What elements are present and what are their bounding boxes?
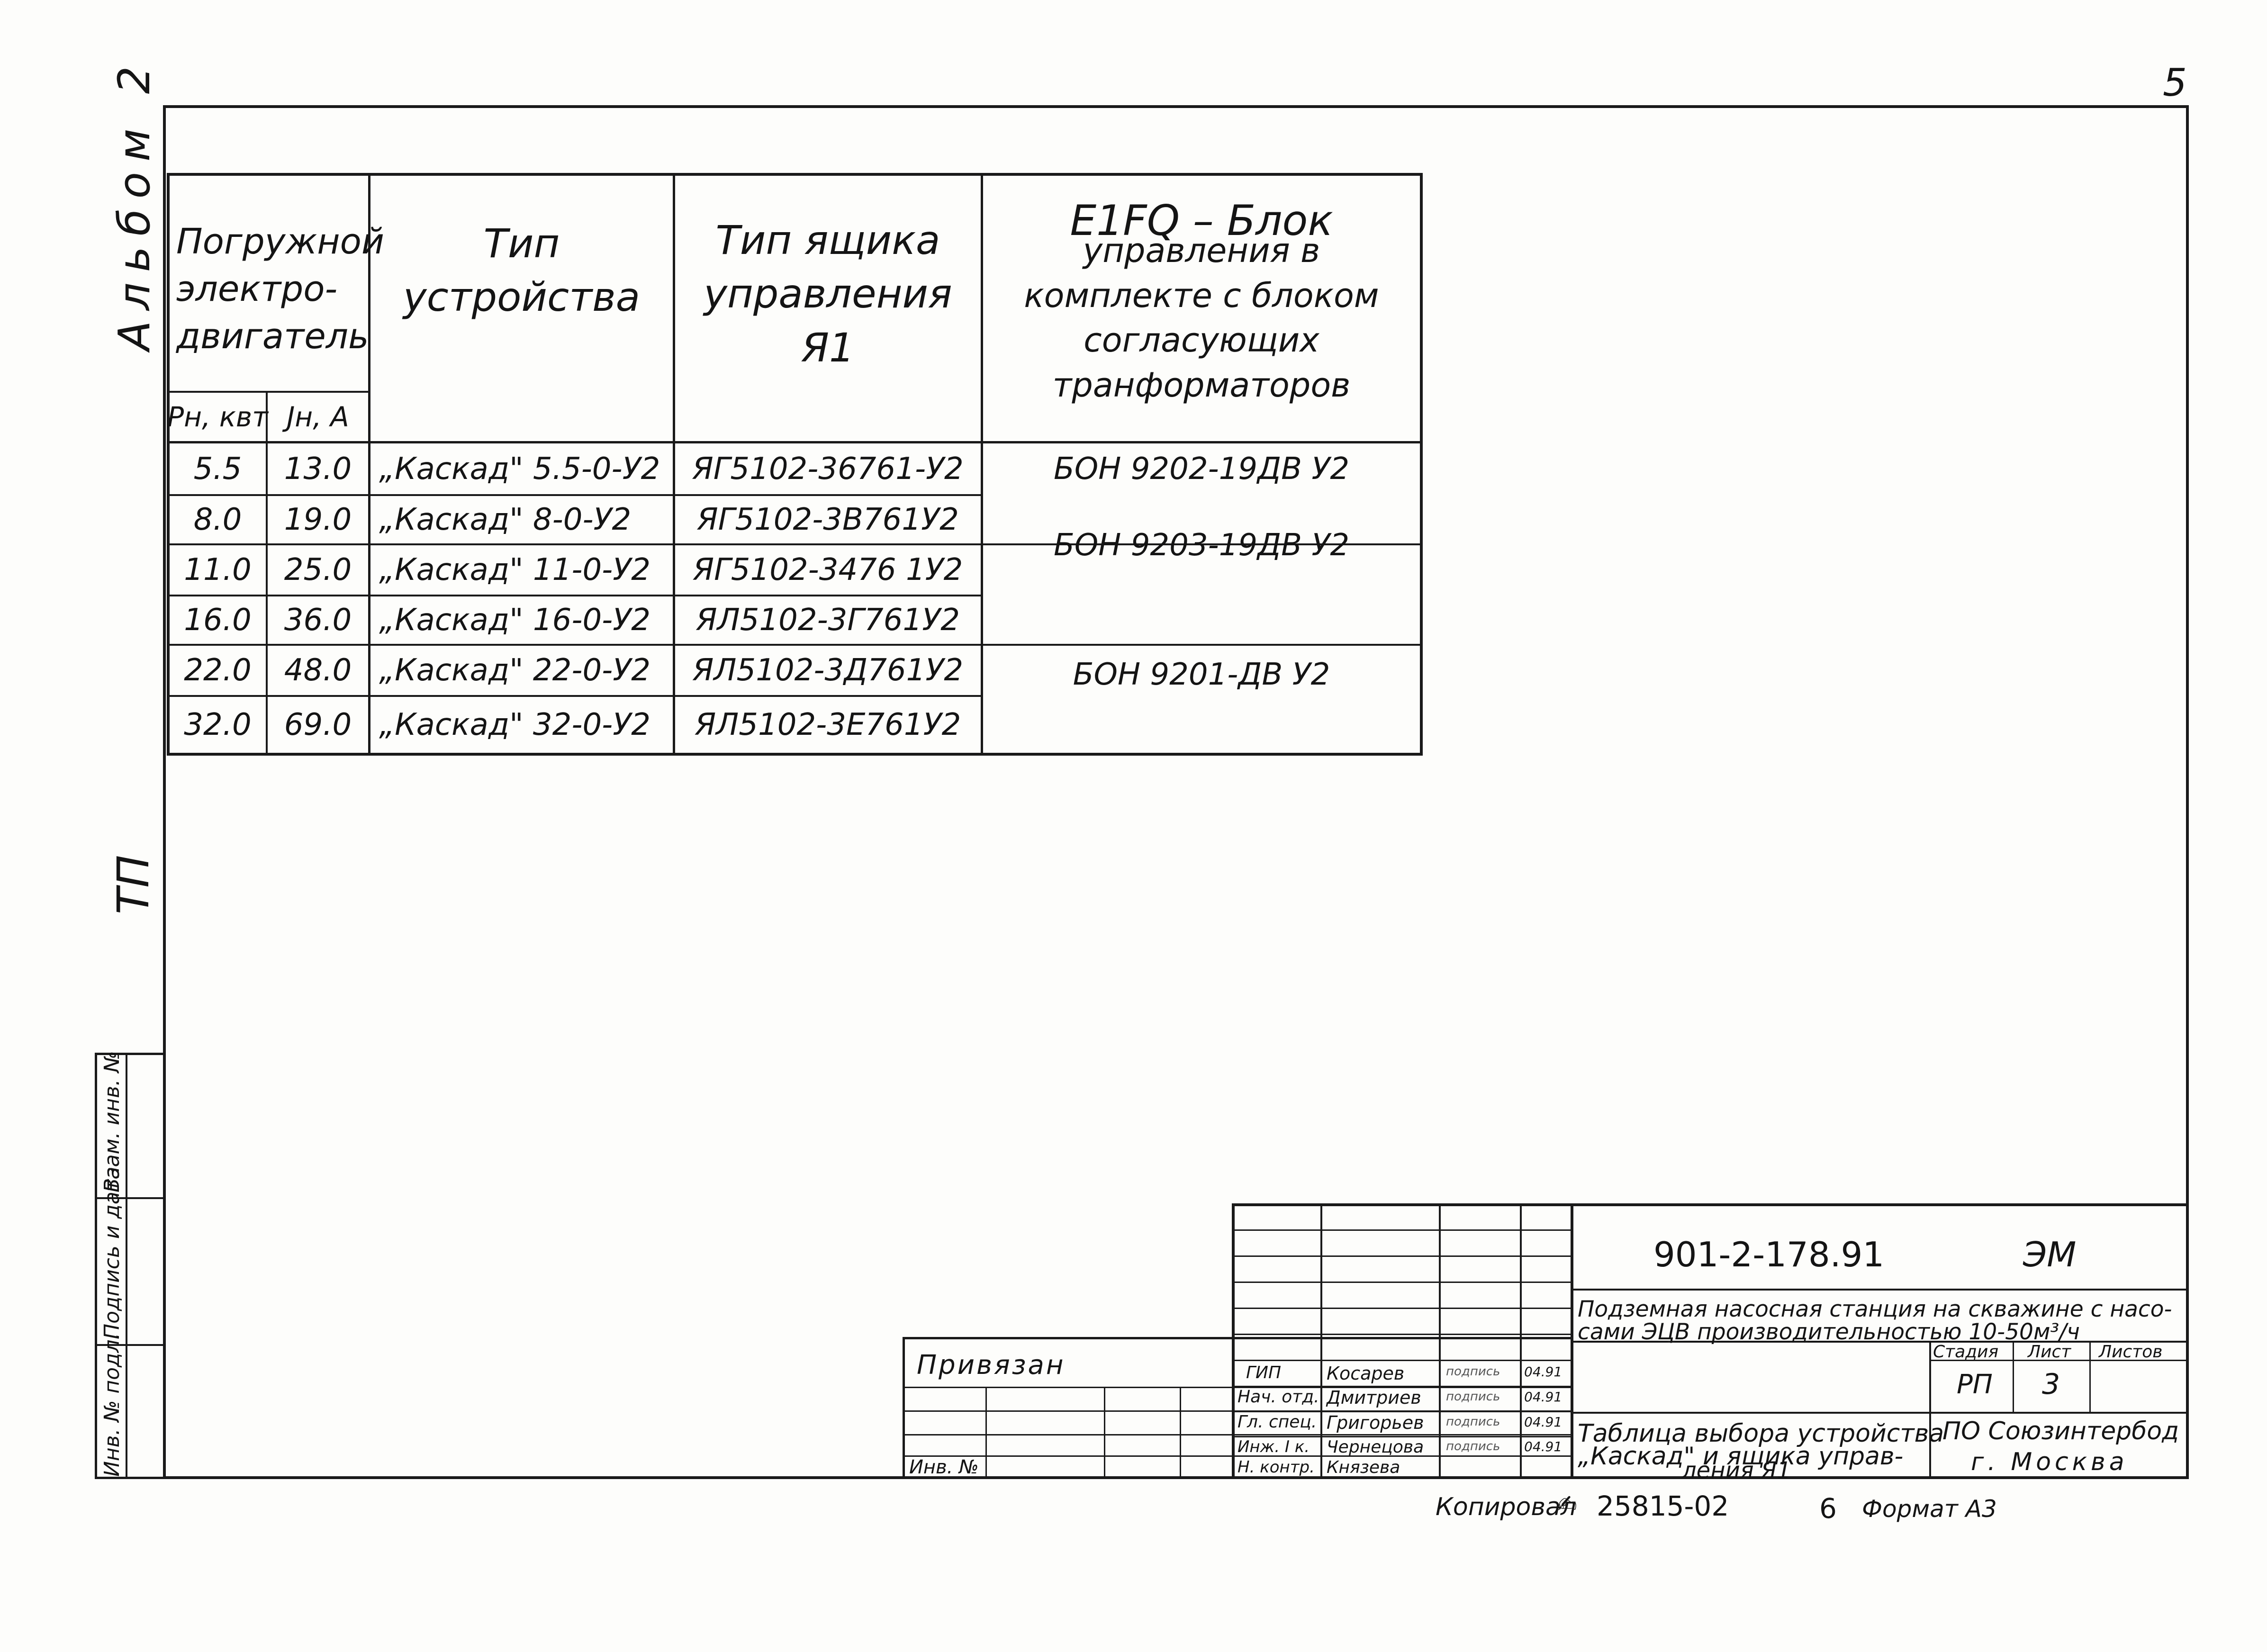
row-1-box: ЯГ5102-36761-У2 (692, 451, 964, 487)
org-line-1: ПО Союзинтербод (1942, 1417, 2179, 1445)
doc-mark: ЭМ (2023, 1235, 2077, 1274)
date-3: 04.91 (1524, 1414, 1563, 1430)
role-nach-otd: Нач. отд. (1237, 1387, 1319, 1407)
row-3-pn: 11.0 (184, 552, 252, 587)
doc-code: 901-2-178.91 (1653, 1235, 1885, 1274)
copied-signature: ✍ (1556, 1490, 1577, 1519)
row-3-in: 25.0 (284, 552, 352, 587)
row-6-box: ЯЛ5102-3Е761У2 (695, 707, 961, 742)
name-grigoriev: Григорьев (1327, 1412, 1424, 1433)
date-1: 04.91 (1524, 1364, 1563, 1380)
row-2-pn: 8.0 (193, 502, 242, 537)
block-2: БОН 9203-19ДВ У2 (1053, 528, 1350, 563)
block-1: БОН 9202-19ДВ У2 (1053, 451, 1350, 487)
inv-podl-label: Инв. № подл. (100, 1333, 124, 1477)
signature-2: подпись (1446, 1390, 1500, 1404)
row-4-in: 36.0 (284, 603, 352, 638)
row-4-device: „Каскад" 16-0-У2 (379, 603, 650, 638)
selection-table: Погружной электро- двигатель Рн, квт Jн,… (167, 173, 1423, 756)
role-gl-spec: Гл. спец. (1237, 1412, 1317, 1432)
stage-label: Стадия (1933, 1342, 1999, 1362)
privyazan-label: Привязан (917, 1350, 1066, 1381)
sheet-value: 3 (2042, 1368, 2060, 1401)
privyazan-block: Привязан Инв. № (903, 1337, 1571, 1479)
org-line-2: г. Москва (1971, 1448, 2128, 1476)
row-2-box: ЯГ5102-3В761У2 (697, 502, 959, 537)
row-5-box: ЯЛ5102-3Д761У2 (692, 653, 964, 688)
title-block: 901-2-178.91 ЭМ Подземная насосная станц… (1232, 1203, 2189, 1484)
role-n-kontr: Н. контр. (1237, 1458, 1315, 1477)
header-pn: Рн, квт (167, 401, 268, 433)
row-5-pn: 22.0 (184, 653, 252, 688)
album-label: Альбом 2 (109, 55, 160, 351)
vzam-inv-label: Взам. инв. № (100, 1051, 124, 1192)
order-number: 25815-02 (1597, 1490, 1729, 1522)
drawing-title-2: „Каскад" и ящика управ- (1578, 1442, 1904, 1471)
row-2-device: „Каскад" 8-0-У2 (379, 502, 632, 537)
copied-label: Копировал (1436, 1493, 1577, 1521)
row-5-device: „Каскад" 22-0-У2 (379, 653, 650, 688)
drawing-title-3: ления Я1 (1682, 1457, 1791, 1484)
header-block-body: управления в комплекте с блоком согласую… (1024, 231, 1379, 405)
role-inzh: Инж. I к. (1237, 1437, 1310, 1456)
header-box: Тип ящика управления Я1 (704, 217, 952, 371)
copy-number: 6 (1819, 1492, 1837, 1525)
project-line-1: Подземная насосная станция на скважине с… (1578, 1296, 2172, 1322)
row-1-in: 13.0 (284, 451, 352, 487)
name-chernecova: Чернецова (1327, 1437, 1424, 1457)
page-number: 5 (2163, 61, 2187, 105)
row-4-box: ЯЛ5102-3Г761У2 (696, 603, 960, 638)
name-dmitriev: Дмитриев (1327, 1387, 1421, 1408)
row-6-device: „Каскад" 32-0-У2 (379, 707, 650, 742)
row-1-pn: 5.5 (193, 451, 242, 487)
inv-no-label: Инв. № (909, 1456, 979, 1478)
row-2-in: 19.0 (284, 502, 352, 537)
signature-3: подпись (1446, 1415, 1500, 1429)
drawing-title-1: Таблица выбора устройства (1578, 1419, 1944, 1448)
sheets-label: Листов (2099, 1342, 2163, 1362)
row-5-in: 48.0 (284, 653, 352, 688)
signature-1: подпись (1446, 1364, 1500, 1379)
row-1-device: „Каскад" 5.5-0-У2 (379, 451, 660, 487)
header-device: Тип устройства (403, 220, 641, 320)
row-3-box: ЯГ5102-3476 1У2 (693, 552, 963, 587)
format-label: Формат А3 (1862, 1495, 1997, 1523)
sign-date-label: Подпись и дата (100, 1166, 124, 1339)
signature-4: подпись (1446, 1439, 1500, 1453)
left-stamp-strip: Инв. № подл. Подпись и дата Взам. инв. № (95, 1051, 165, 1479)
drawing-frame (163, 105, 2189, 1479)
header-block-title: Е1FQ – Блок (1070, 196, 1333, 245)
row-4-pn: 16.0 (184, 603, 252, 638)
row-3-device: „Каскад" 11-0-У2 (379, 552, 650, 587)
header-motor: Погружной электро- двигатель (176, 221, 384, 357)
name-kosarev: Косарев (1327, 1363, 1405, 1384)
row-6-in: 69.0 (284, 707, 352, 742)
date-4: 04.91 (1524, 1439, 1563, 1454)
block-3: БОН 9201-ДВ У2 (1073, 657, 1330, 692)
role-gip: ГИП (1246, 1363, 1282, 1382)
project-line-2: сами ЭЦВ производительностью 10-50м³/ч (1578, 1319, 2080, 1345)
row-6-pn: 32.0 (184, 707, 252, 742)
stage-value: РП (1957, 1369, 1993, 1400)
date-2: 04.91 (1524, 1389, 1563, 1405)
tp-label: ТП (108, 855, 159, 914)
sheet-label: Лист (2028, 1342, 2071, 1362)
header-in: Jн, А (287, 401, 349, 433)
name-knyazeva: Князева (1327, 1458, 1400, 1477)
